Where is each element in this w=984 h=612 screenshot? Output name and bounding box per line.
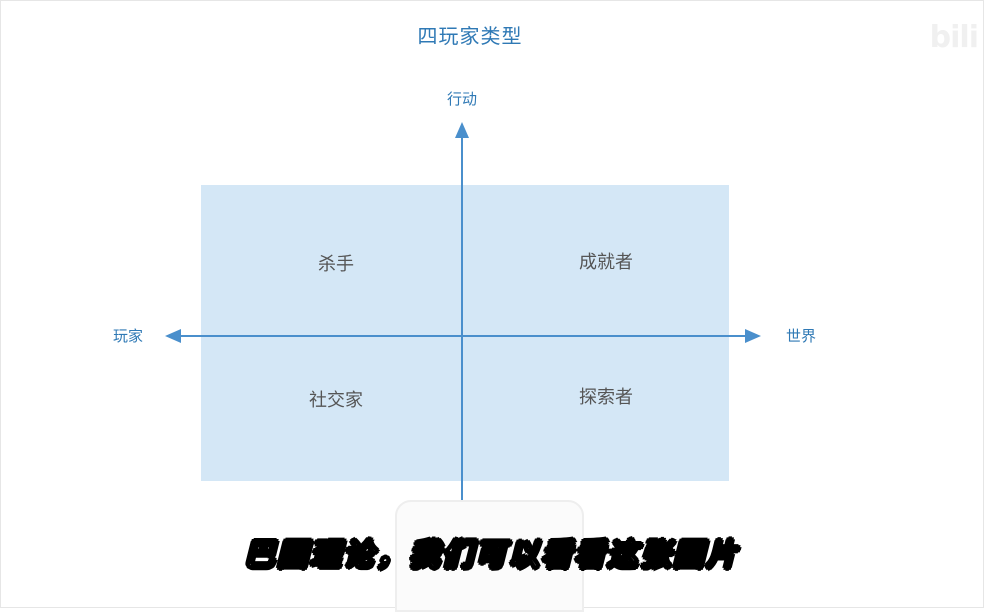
quadrant-label-bottom-left: 社交家 [309,390,363,411]
bilibili-watermark: bili [929,20,979,55]
axis-label-right: 世界 [786,327,817,345]
horizontal-axis-right-arrow [745,329,761,343]
quadrant-label-top-left: 杀手 [318,254,354,275]
horizontal-axis-left-arrow [165,329,181,343]
axis-label-top: 行动 [447,90,478,108]
video-subtitle: 巴图理论，我们可以看看这张图片 [244,537,740,574]
quadrant-label-bottom-right: 探索者 [579,387,633,408]
axis-label-left: 玩家 [113,327,144,345]
vertical-axis-up-arrow [455,122,469,138]
quadrant-label-top-right: 成就者 [579,252,633,273]
quadrant-area [201,185,729,481]
diagram-title: 四玩家类型 [417,24,523,48]
